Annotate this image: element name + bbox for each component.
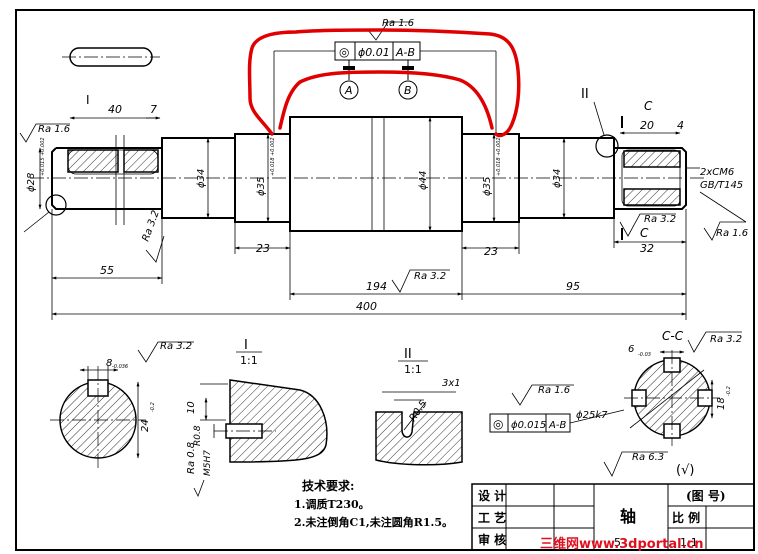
- tb-part-name: 轴: [620, 507, 636, 526]
- section-c-label-bottom: C: [640, 226, 649, 240]
- drawing-frame: [15, 9, 755, 551]
- bottom-tol-datum: A-B: [548, 420, 566, 431]
- dim-95: 95: [566, 280, 580, 293]
- dim-23-right: 23: [484, 245, 498, 258]
- section-keyway-view: [50, 366, 146, 470]
- ra-keyway: Ra 3.2: [140, 209, 161, 243]
- dim-phi25k7: ϕ25k7: [576, 410, 608, 421]
- detail-i-scale: 1:1: [240, 354, 258, 367]
- ra-section-right: Ra 3.2: [710, 334, 742, 345]
- title-block: [471, 483, 755, 551]
- spline-standard: GB/T145: [700, 180, 743, 191]
- detail-i-view: [200, 379, 328, 463]
- detail-i-title: I: [244, 338, 248, 353]
- datum-b: B: [404, 84, 412, 97]
- dim-phi34-left: ϕ34: [196, 169, 207, 188]
- detail-ii-title: II: [404, 347, 412, 362]
- bottom-concentricity-icon: ◎: [493, 417, 503, 431]
- dim-24-tol: -0.2: [150, 402, 156, 412]
- dimension-lines: [38, 116, 687, 320]
- datum-a: A: [344, 84, 353, 97]
- shaft-main-view: [30, 116, 705, 232]
- dim-m5: M5H7: [203, 450, 213, 476]
- dim-32: 32: [640, 242, 654, 255]
- top-tol-value: ϕ0.01: [358, 46, 390, 59]
- ra-section-left: Ra 3.2: [160, 341, 192, 352]
- dim-phi28: ϕ28: [26, 173, 37, 192]
- dim-55: 55: [100, 264, 114, 277]
- dim-phi44: ϕ44: [418, 171, 429, 190]
- ra-spline: Ra 3.2: [644, 214, 676, 225]
- dim-7: 7: [150, 103, 157, 116]
- dim-phi35-tol-right: +0.018 +0.002: [496, 137, 502, 176]
- red-markup: [247, 28, 521, 138]
- dim-3x1: 3x1: [442, 378, 461, 389]
- dim-8: 8: [106, 358, 112, 369]
- notes-line-1: 1.调质T230。: [294, 497, 370, 511]
- bottom-tolerance-frame: [489, 409, 625, 433]
- dim-20: 20: [640, 119, 654, 132]
- dim-400: 400: [356, 300, 377, 313]
- tb-drawing-no: (图 号): [686, 488, 726, 503]
- dim-18-tol: -0.2: [726, 386, 732, 396]
- dim-phi35-right: ϕ35: [482, 177, 493, 196]
- dim-r08: R0.8: [193, 425, 203, 446]
- dim-24: 24: [140, 419, 151, 432]
- dim-phi28-tol: +0.015 +0.002: [40, 137, 46, 176]
- concentricity-icon: ◎: [339, 45, 349, 59]
- dim-phi34-right: ϕ34: [552, 169, 563, 188]
- top-tol-datum: A-B: [395, 46, 415, 59]
- dim-6-tol: -0.03: [638, 352, 651, 358]
- ra-detail-i: Ra 0.8: [186, 442, 197, 474]
- dim-phi35-tol-left: +0.018 +0.002: [270, 137, 276, 176]
- dim-6: 6: [628, 344, 634, 355]
- notes-title: 技术要求:: [302, 478, 354, 493]
- dim-4: 4: [677, 119, 684, 132]
- detail-ii-callout: II: [581, 87, 589, 102]
- tb-partial-scale: 1:1: [680, 536, 698, 549]
- section-cc-view: [624, 350, 720, 446]
- top-tolerance-frame: ◎ ϕ0.01 A-B Ra 1.6 A B: [273, 18, 497, 134]
- dim-194: 194: [366, 280, 387, 293]
- ra-general: Ra 6.3: [632, 452, 664, 463]
- top-ra: Ra 1.6: [382, 18, 414, 29]
- section-c-label-top: C: [644, 99, 653, 113]
- ra-left-end: Ra 1.6: [38, 124, 70, 135]
- detail-ii-view: [375, 391, 463, 466]
- detail-i-callout: I: [14, 229, 18, 244]
- dim-10: 10: [186, 401, 197, 414]
- ra-middle: Ra 3.2: [414, 271, 446, 282]
- bottom-tol-value: ϕ0.015: [511, 420, 546, 431]
- tb-review: 审 核: [478, 532, 506, 547]
- notes-line-2: 2.未注倒角C1,未注圆角R1.5。: [294, 515, 453, 529]
- section-cc-title: C-C: [662, 329, 684, 343]
- detail-ii-scale: 1:1: [404, 363, 422, 376]
- tb-design: 设 计: [478, 488, 506, 503]
- roughness-symbols: [19, 123, 746, 497]
- tb-process: 工 艺: [478, 510, 506, 525]
- section-i-mark: I: [86, 93, 90, 107]
- tb-scale-label: 比 例: [672, 510, 700, 525]
- tb-scale-value: 5: [614, 536, 621, 549]
- watermark: 三维网www.3dportal.cn: [540, 536, 703, 552]
- dim-8-tol: -0.036: [112, 364, 128, 370]
- dim-40: 40: [108, 103, 122, 116]
- spline-spec: 2xCM6: [700, 167, 734, 178]
- ra-right-end: Ra 1.6: [716, 228, 748, 239]
- dim-18: 18: [716, 397, 727, 410]
- ra-general-mark: (√): [676, 463, 694, 478]
- dim-23-left: 23: [256, 242, 270, 255]
- dim-phi35-left: ϕ35: [256, 177, 267, 196]
- ra-detail-ii: Ra 1.6: [538, 385, 570, 396]
